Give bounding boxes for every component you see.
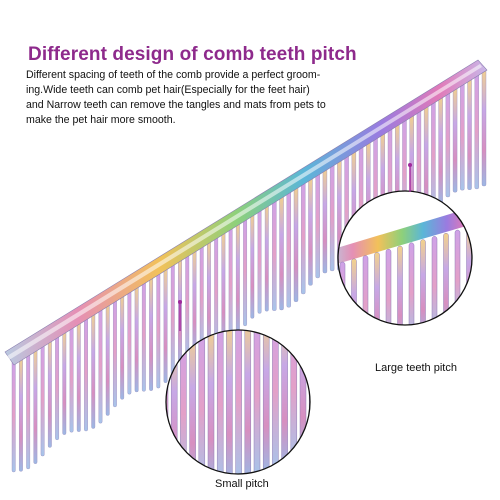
zoom-tooth bbox=[198, 330, 206, 474]
large-teeth-pitch-label: Large teeth pitch bbox=[375, 362, 457, 374]
description-line: make the pet hair more smooth. bbox=[26, 114, 176, 126]
zoom-tooth bbox=[374, 252, 380, 325]
zoom-tooth bbox=[385, 248, 392, 325]
zoom-tooth bbox=[362, 255, 369, 325]
comb-tooth bbox=[69, 323, 74, 433]
description-line: Different spacing of teeth of the comb p… bbox=[26, 69, 321, 81]
comb-tooth bbox=[98, 305, 103, 424]
zoom-tooth bbox=[478, 224, 483, 324]
comb-tooth bbox=[293, 184, 299, 302]
comb-tooth bbox=[308, 175, 313, 286]
zoom-tooth bbox=[244, 330, 252, 474]
comb-tooth bbox=[272, 198, 277, 311]
small-pitch-pointer-dot bbox=[178, 300, 182, 304]
comb-tooth bbox=[264, 202, 269, 312]
small-teeth-zoom bbox=[165, 329, 311, 475]
zoom-tooth bbox=[351, 258, 357, 325]
large-teeth-zoom bbox=[337, 190, 483, 326]
comb-tooth bbox=[47, 337, 52, 448]
comb-tooth bbox=[445, 90, 451, 198]
zoom-tooth bbox=[226, 330, 233, 474]
zoom-tooth bbox=[272, 330, 279, 472]
zoom-tooth bbox=[290, 330, 298, 468]
comb-tooth bbox=[11, 359, 16, 473]
comb-tooth bbox=[460, 81, 465, 191]
comb-spine-highlight bbox=[7, 64, 482, 360]
comb-tooth bbox=[199, 242, 204, 352]
description-line: and Narrow teeth can remove the tangles … bbox=[26, 99, 326, 111]
comb-tooth bbox=[286, 189, 291, 308]
comb-tooth bbox=[91, 310, 96, 429]
zoom-tooth bbox=[207, 330, 215, 474]
comb-tooth bbox=[163, 265, 168, 383]
comb-tooth bbox=[149, 274, 153, 391]
zoom-tooth bbox=[408, 242, 415, 325]
comb-tooth bbox=[474, 72, 479, 190]
zoom-tooth bbox=[189, 331, 196, 474]
comb-tooth bbox=[120, 292, 125, 400]
page-title: Different design of comb teeth pitch bbox=[28, 44, 357, 65]
comb-tooth bbox=[170, 260, 175, 376]
description-line: ing.Wide teeth can comb pet hair(Especia… bbox=[26, 84, 310, 96]
zoom-tooth bbox=[235, 330, 242, 474]
comb-tooth bbox=[113, 296, 117, 408]
comb-tooth bbox=[26, 350, 31, 470]
comb-tooth bbox=[322, 166, 328, 274]
comb-tooth bbox=[33, 346, 38, 464]
comb-tooth bbox=[250, 211, 255, 319]
comb-tooth bbox=[185, 251, 190, 360]
comb-tooth bbox=[141, 278, 146, 392]
comb-tooth bbox=[192, 247, 197, 355]
zoom-tooth bbox=[216, 330, 224, 474]
small-pitch-label: Small pitch bbox=[215, 478, 269, 490]
comb-tooth bbox=[315, 171, 320, 279]
description-text: Different spacing of teeth of the comb p… bbox=[26, 68, 326, 128]
zoom-tooth bbox=[454, 229, 461, 325]
comb-tooth bbox=[76, 319, 81, 432]
comb-tooth bbox=[207, 238, 211, 352]
comb-tooth bbox=[228, 225, 233, 343]
comb-tooth bbox=[467, 76, 472, 190]
zoom-tooth bbox=[397, 245, 403, 325]
comb-tooth bbox=[19, 355, 23, 472]
comb-tooth bbox=[481, 67, 487, 187]
comb-tooth bbox=[134, 283, 139, 393]
comb-tooth bbox=[257, 207, 262, 314]
comb-tooth bbox=[301, 180, 306, 295]
comb-tooth bbox=[235, 220, 240, 335]
zoom-tooth bbox=[262, 330, 270, 474]
zoom-tooth bbox=[443, 232, 449, 325]
zoom-tooth bbox=[281, 330, 288, 470]
zoom-tooth bbox=[431, 236, 438, 325]
zoom-tooth bbox=[253, 330, 261, 474]
comb-tooth bbox=[84, 314, 88, 432]
comb-tooth bbox=[329, 162, 335, 272]
zoom-spine bbox=[338, 205, 472, 266]
comb-tooth bbox=[279, 193, 284, 311]
comb-tooth bbox=[452, 85, 458, 193]
zoom-tooth bbox=[420, 239, 426, 325]
comb-tooth bbox=[40, 341, 45, 457]
comb-tooth bbox=[55, 332, 59, 441]
comb-tooth bbox=[243, 216, 247, 327]
comb-tooth bbox=[221, 229, 226, 348]
comb-tooth bbox=[438, 94, 443, 205]
zoom-tooth bbox=[308, 330, 310, 464]
comb-tooth bbox=[156, 269, 161, 389]
comb-tooth bbox=[105, 301, 110, 416]
large-pitch-pointer-dot bbox=[408, 163, 412, 167]
zoom-tooth bbox=[299, 330, 307, 466]
comb-tooth bbox=[127, 287, 132, 395]
comb-tooth bbox=[62, 328, 67, 435]
comb-tooth bbox=[431, 99, 436, 214]
